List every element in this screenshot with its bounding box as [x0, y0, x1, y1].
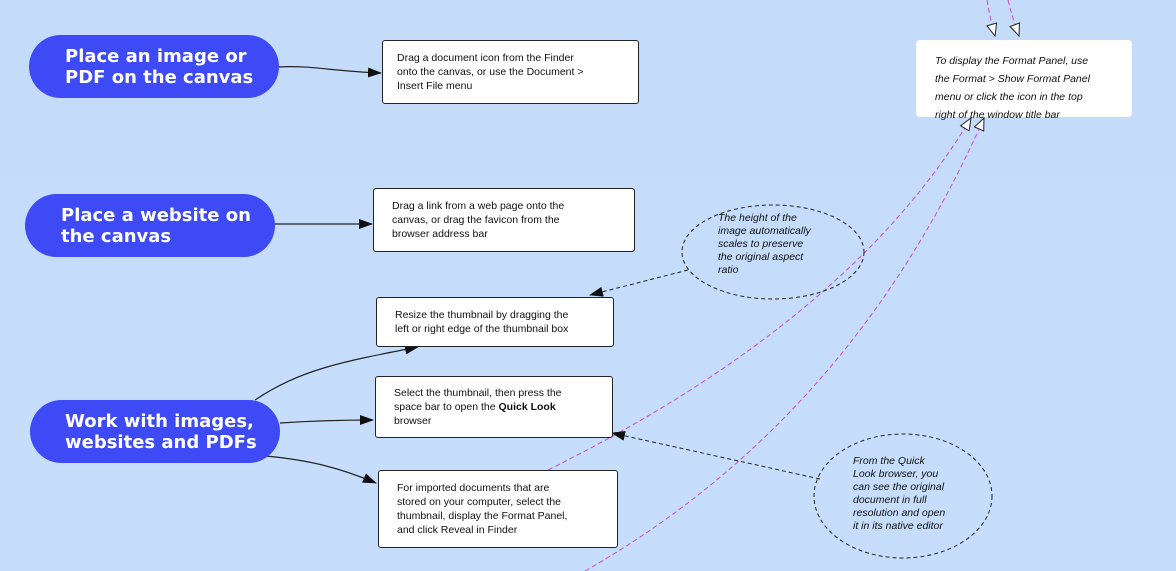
- connector-quicklook-to-select: [611, 430, 821, 480]
- connector-work-to-select: [279, 415, 374, 426]
- box-drag-document-text: Drag a document icon from the Finder ont…: [397, 52, 584, 92]
- select-text-start: Select the thumbnail, then press the spa…: [394, 387, 562, 413]
- select-text-end: browser: [394, 415, 432, 427]
- connector-work-to-resize: [254, 344, 419, 401]
- connector-aspect-to-resize: [589, 269, 689, 297]
- magenta-link-from-imported: [547, 118, 971, 471]
- topic-image-pdf-label: Place an image or PDF on the canvas: [65, 45, 254, 88]
- box-imported-documents-text: For imported documents that are stored o…: [397, 482, 568, 536]
- aspect-note-ellipse: [681, 204, 865, 300]
- box-select-thumbnail-text: Select the thumbnail, then press the spa…: [394, 386, 562, 428]
- aspect-ratio-note-text: The height of the image automatically sc…: [718, 212, 811, 276]
- box-select-thumbnail: Select the thumbnail, then press the spa…: [375, 376, 613, 438]
- magenta-link-top-right: [1007, 0, 1019, 36]
- topic-work-with: Work with images, websites and PDFs: [30, 400, 280, 463]
- connector-work-to-imported: [264, 455, 377, 484]
- topic-website: Place a website on the canvas: [25, 194, 275, 257]
- box-drag-link: Drag a link from a web page onto the can…: [373, 188, 635, 252]
- box-imported-documents: For imported documents that are stored o…: [378, 470, 618, 548]
- topic-website-label: Place a website on the canvas: [61, 204, 251, 247]
- box-drag-link-text: Drag a link from a web page onto the can…: [392, 200, 565, 240]
- magenta-link-bottom: [584, 118, 984, 571]
- format-panel-note: To display the Format Panel, use the For…: [916, 40, 1132, 121]
- quick-look-bold: Quick Look: [498, 401, 556, 413]
- format-panel-note-text: To display the Format Panel, use the For…: [935, 55, 1090, 121]
- topic-image-pdf: Place an image or PDF on the canvas: [29, 35, 279, 98]
- connector-image-to-drag: [277, 66, 382, 78]
- box-resize-text: Resize the thumbnail by dragging the lef…: [395, 309, 569, 335]
- box-resize: Resize the thumbnail by dragging the lef…: [376, 297, 614, 347]
- quicklook-note-ellipse: [813, 433, 993, 559]
- topic-work-with-label: Work with images, websites and PDFs: [65, 410, 257, 453]
- box-drag-document: Drag a document icon from the Finder ont…: [382, 40, 639, 104]
- magenta-link-top-left: [987, 0, 995, 36]
- quick-look-note-text: From the Quick Look browser, you can see…: [853, 455, 946, 532]
